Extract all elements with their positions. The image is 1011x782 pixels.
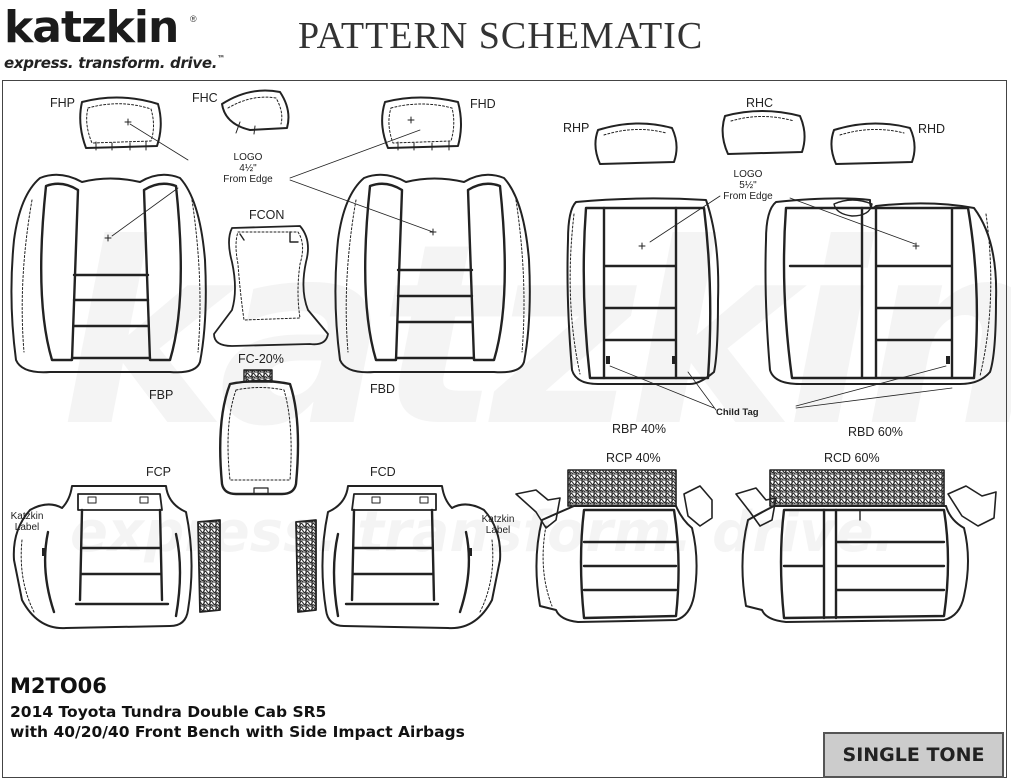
fcd-cushion-piece xyxy=(321,485,502,630)
rbp-seat-back-piece xyxy=(566,197,720,385)
label-fc20: FC-20% xyxy=(238,352,284,366)
label-fhp: FHP xyxy=(50,96,75,110)
brand-tagline: express. transform. drive.™ xyxy=(4,54,225,72)
label-fbd: FBD xyxy=(370,382,395,396)
label-rhp: RHP xyxy=(563,121,590,135)
fcon-console-piece xyxy=(213,225,329,347)
label-rcd: RCD 60% xyxy=(824,451,880,465)
fbd-seat-back-piece xyxy=(334,173,531,374)
child-tag-note: Child Tag xyxy=(716,407,759,418)
tone-badge: SINGLE TONE xyxy=(823,732,1004,778)
label-fbp: FBP xyxy=(149,388,174,402)
katzkin-label-left-note: Katzkin Label xyxy=(10,511,44,533)
label-rhc: RHC xyxy=(746,96,774,110)
rhd-headrest-piece xyxy=(830,122,916,165)
watermark-brand: katzkin xyxy=(60,190,1011,481)
logo-marks xyxy=(104,116,920,250)
label-fhc: FHC xyxy=(192,91,218,105)
label-fcd: FCD xyxy=(370,465,396,479)
fhp-headrest-piece xyxy=(79,96,162,151)
brand-logo-mark: ® xyxy=(190,14,197,24)
label-rbd: RBD 60% xyxy=(848,425,903,439)
label-rhd: RHD xyxy=(918,122,946,136)
rhc-headrest-piece xyxy=(721,110,806,155)
fcp-airbag-strip xyxy=(197,519,221,613)
katzkin-label-right-note: Katzkin Label xyxy=(481,514,515,536)
rcp-cushion-piece xyxy=(515,469,713,623)
rhp-headrest-piece xyxy=(594,122,678,165)
fbp-seat-back-piece xyxy=(10,173,207,374)
fcp-cushion-piece xyxy=(12,485,193,630)
page-title: PATTERN SCHEMATIC xyxy=(298,15,704,57)
pattern-code: M2TO06 xyxy=(10,674,107,698)
fc20-center-piece xyxy=(219,369,300,496)
label-fcon: FCON xyxy=(249,208,285,222)
rcd-cushion-piece xyxy=(735,469,997,623)
label-fcp: FCP xyxy=(146,465,171,479)
logo-rear-note: LOGO 5½" From Edge xyxy=(723,169,773,202)
header: katzkin ® express. transform. drive.™ PA… xyxy=(0,0,1011,80)
label-rbp: RBP 40% xyxy=(612,422,666,436)
label-fhd: FHD xyxy=(470,97,496,111)
vehicle-line-1: 2014 Toyota Tundra Double Cab SR5 xyxy=(10,703,327,721)
fhd-headrest-piece xyxy=(381,96,462,151)
fcd-airbag-strip xyxy=(295,519,317,613)
vehicle-line-2: with 40/20/40 Front Bench with Side Impa… xyxy=(10,723,465,741)
brand-logo: katzkin xyxy=(4,2,179,53)
rbd-seat-back-piece xyxy=(764,197,998,385)
schematic-frame xyxy=(2,80,1007,778)
logo-front-note: LOGO 4½" From Edge xyxy=(223,152,273,185)
label-rcp: RCP 40% xyxy=(606,451,661,465)
fhc-headrest-piece xyxy=(221,89,290,135)
